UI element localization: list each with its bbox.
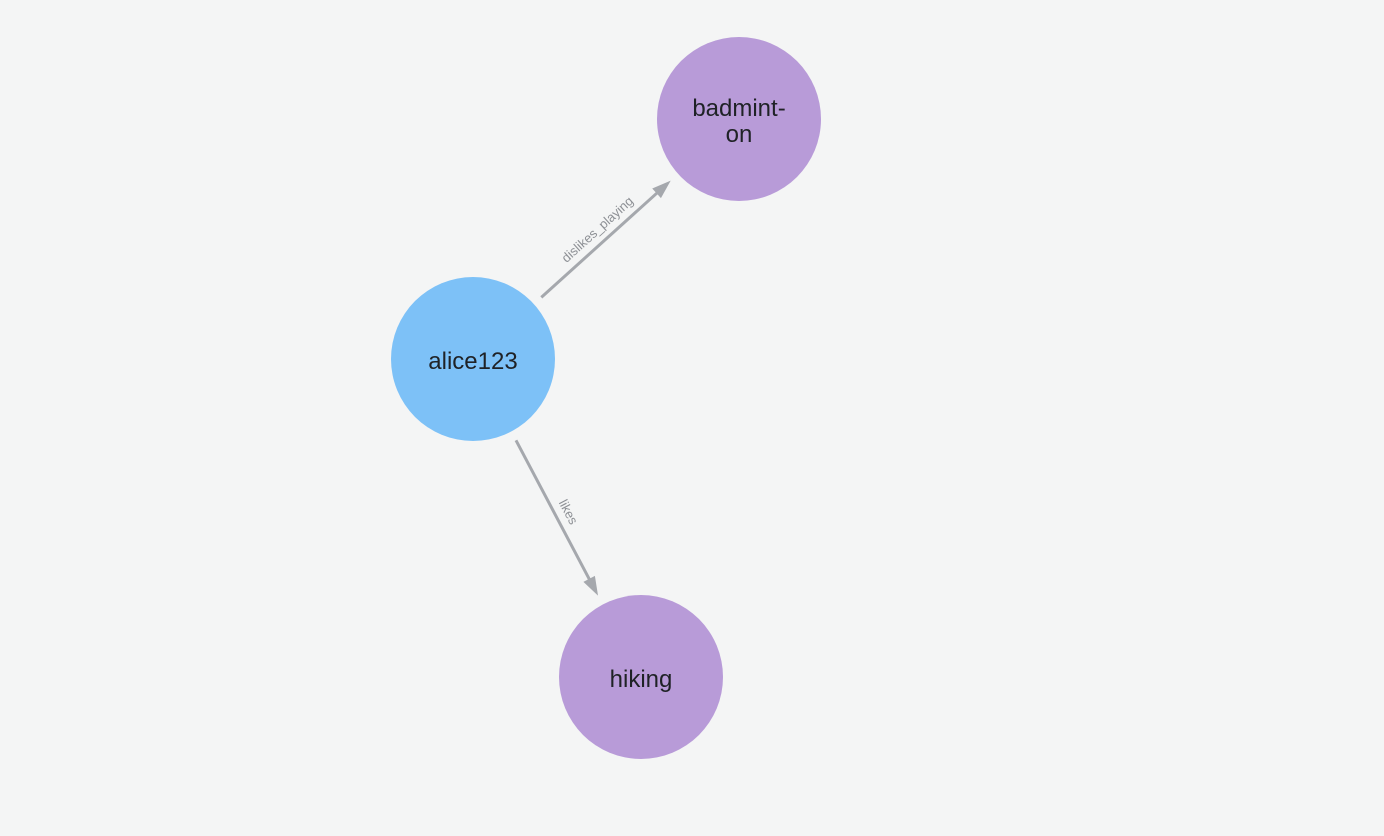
edge-arrowhead-icon <box>652 180 671 199</box>
graph-node-hiking[interactable] <box>559 595 723 759</box>
edge-line-dislikes_playing[interactable] <box>540 189 661 299</box>
edge-label: dislikes_playing <box>558 193 636 265</box>
graph-node-alice123[interactable] <box>391 277 555 441</box>
graph-node-badminton[interactable] <box>657 37 821 201</box>
edge-line-likes[interactable] <box>514 439 593 584</box>
edge-arrowhead-icon <box>583 575 599 596</box>
